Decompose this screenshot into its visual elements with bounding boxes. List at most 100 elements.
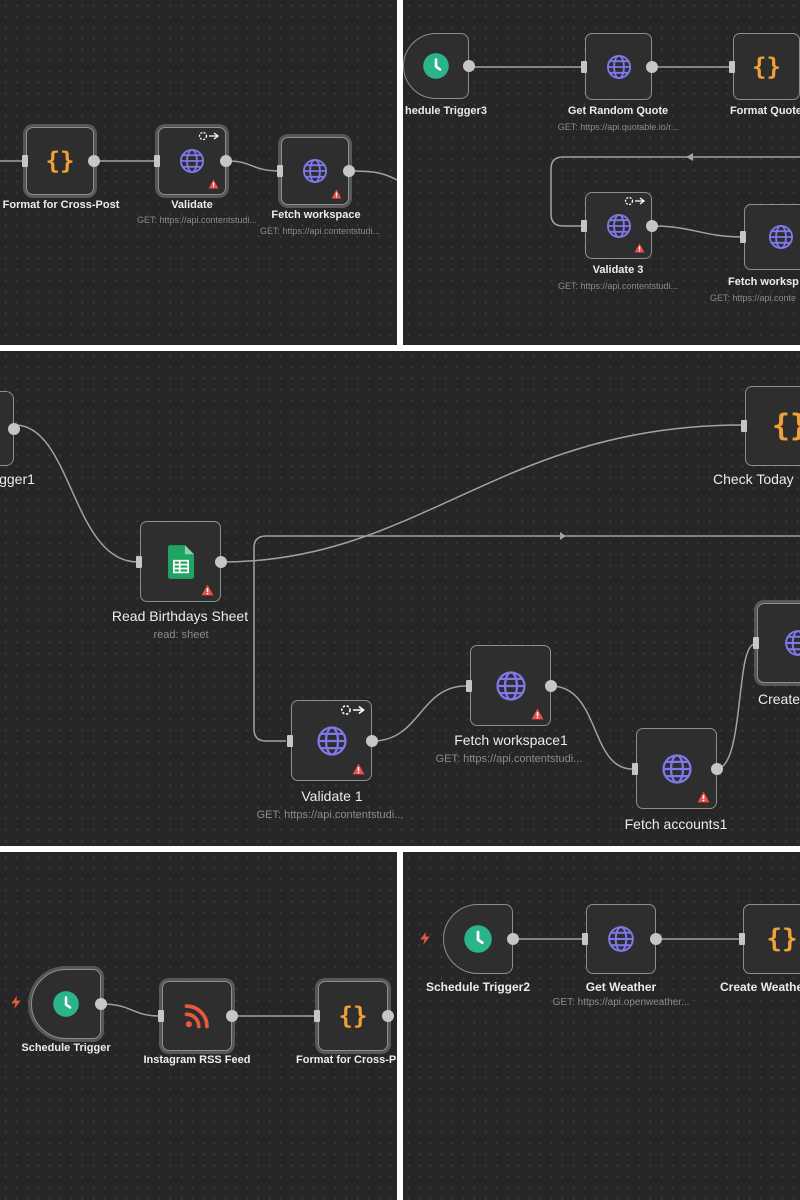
workflow-canvas-birthdays[interactable]: igger1 {} Check Today Read Birthdays She… [0,351,800,846]
node-check-today[interactable]: {} [741,386,800,466]
input-port[interactable] [466,679,472,692]
node-label: Fetch accounts1 [624,816,728,832]
input-port[interactable] [314,1010,320,1022]
input-port[interactable] [158,1010,164,1022]
warning-icon [634,243,645,253]
workflow-canvas-cross-post[interactable]: {} Format for Cross-Post Validate GET: h… [0,0,397,345]
rss-icon [184,1004,209,1029]
connection-lines [14,424,800,770]
warning-icon [208,179,219,189]
input-port[interactable] [136,555,142,568]
globe-icon [785,630,800,656]
workflow-canvas-instagram[interactable]: Schedule Trigger Instagram RSS Feed {} F… [0,852,397,1200]
connection [253,535,800,742]
connection [715,643,756,770]
input-port[interactable] [287,734,293,747]
connection [227,160,281,172]
input-port[interactable] [740,231,746,243]
node-format-for-cross-post[interactable]: {} [314,981,394,1051]
output-port[interactable] [95,998,107,1010]
output-port[interactable] [646,219,658,232]
node-schedule-trigger[interactable] [31,969,107,1039]
warning-icon [201,584,214,596]
input-port[interactable] [753,637,759,649]
node-validate-3[interactable] [581,192,658,259]
node-instagram-rss-feed[interactable] [158,981,238,1051]
input-port[interactable] [277,165,283,177]
output-port[interactable] [226,1010,238,1022]
input-port[interactable] [739,933,745,945]
output-port[interactable] [8,422,20,435]
node-label: Format for Cross-Post [2,199,120,211]
output-port[interactable] [463,60,475,72]
node-get-weather[interactable] [582,904,662,974]
connection [221,424,743,563]
connection [651,225,744,238]
node-schedule-trigger1[interactable] [0,391,20,466]
input-port[interactable] [581,60,587,73]
node-validate-1[interactable] [287,700,378,781]
node-label: Fetch workspace [271,209,361,221]
warning-icon [531,708,544,720]
node-label: Check Today [713,471,794,487]
globe-icon [661,753,692,784]
node-create[interactable] [753,603,800,683]
node-fetch-workspace[interactable] [740,204,800,270]
node-label: Validate 3 [592,264,644,276]
input-port[interactable] [582,933,588,945]
node-schedule-trigger2[interactable] [443,904,519,974]
loop-arrow-icon [198,131,220,141]
input-port[interactable] [729,60,735,73]
input-port[interactable] [154,155,160,167]
code-braces-icon: {} [771,408,800,444]
node-validate[interactable] [154,127,232,195]
node-label: Create Weathe [720,980,800,994]
trigger-bolt-icon [420,932,430,945]
globe-icon [606,213,631,238]
input-port[interactable] [741,420,747,432]
node-label: igger1 [0,471,35,487]
node-create-weather[interactable]: {} [739,904,800,974]
output-port[interactable] [650,933,662,945]
connection [349,170,397,181]
node-label: Get Weather [585,980,657,994]
connection-lines [0,160,397,181]
node-label: Format Quote [729,105,800,117]
node-get-random-quote[interactable] [581,33,658,100]
output-port[interactable] [220,155,232,167]
input-port[interactable] [22,155,28,167]
node-fetch-workspace[interactable] [277,137,355,205]
node-subtitle: GET: https://api.contentstudi... [259,226,381,236]
workflow-canvas-random-quote[interactable]: hedule Trigger3 Get Random Quote GET: ht… [403,0,800,345]
node-label: Fetch worksp [728,276,799,288]
node-subtitle: GET: https://api.contentstudi... [256,809,404,821]
output-port[interactable] [507,933,519,945]
code-braces-icon: {} [338,1002,368,1030]
input-port[interactable] [632,762,638,775]
output-port[interactable] [545,679,557,692]
node-fetch-accounts1[interactable] [632,728,723,809]
node-subtitle: GET: https://api.contentstudi... [136,215,258,225]
node-label: Fetch workspace1 [454,732,568,748]
output-port[interactable] [366,734,378,747]
output-port[interactable] [711,762,723,775]
node-subtitle: GET: https://api.conte [710,293,797,303]
node-fetch-workspace1[interactable] [466,645,557,726]
node-format-for-cross-post[interactable]: {} [22,127,100,195]
output-port[interactable] [88,155,100,167]
connection-lines [470,66,800,238]
edge-arrow [686,153,693,161]
connection-lines [101,1003,316,1017]
node-label: Format for Cross-P [296,1054,397,1066]
node-read-birthdays-sheet[interactable] [136,521,227,602]
output-port[interactable] [646,60,658,73]
output-port[interactable] [215,555,227,568]
warning-icon [352,763,365,775]
node-format-quote[interactable]: {} [729,33,800,100]
workflow-canvas-weather[interactable]: Schedule Trigger2 Get Weather GET: https… [403,852,800,1200]
output-port[interactable] [382,1010,394,1022]
node-subtitle: GET: https://api.contentstudi... [435,753,583,765]
node-schedule-trigger3[interactable] [403,33,475,99]
input-port[interactable] [581,219,587,232]
output-port[interactable] [343,165,355,177]
